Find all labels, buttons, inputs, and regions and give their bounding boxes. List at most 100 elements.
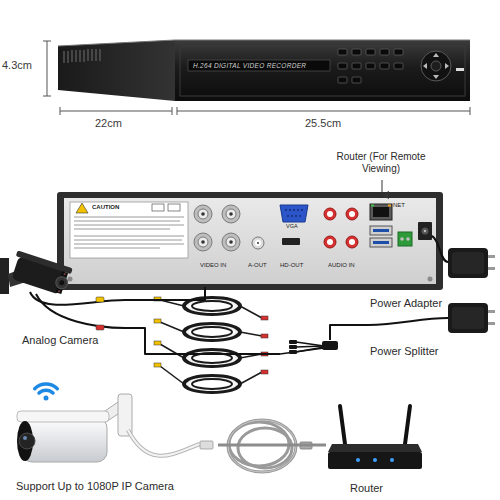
dimension-lines <box>177 111 470 112</box>
dvr-rear-panel-art <box>346 208 358 220</box>
router-art <box>328 406 422 469</box>
warning-label: CAUTION <box>92 204 119 211</box>
cable-coils <box>160 300 262 384</box>
dvr-rear-panel-art <box>57 192 443 290</box>
dvr-power-adapter <box>488 267 495 270</box>
dvr-front-view <box>421 51 451 81</box>
cable-coils <box>188 326 236 338</box>
dvr-rear-panel-art <box>252 237 264 249</box>
cable-coils <box>192 301 232 311</box>
dvr-rear-panel-art <box>349 211 355 217</box>
cable-coils <box>188 300 236 312</box>
dvr-rear-panel-art <box>74 225 184 226</box>
power-splitter-art <box>280 348 324 354</box>
dvr-front-view <box>394 49 403 55</box>
cable-coils <box>192 379 232 389</box>
device-label: Router <box>350 482 383 495</box>
dvr-rear-panel-art <box>201 212 205 216</box>
analog-camera-art <box>96 325 104 330</box>
dvr-front-view <box>64 49 100 63</box>
dvr-rear-panel-art <box>198 237 208 247</box>
dvr-rear-panel-art <box>57 192 443 290</box>
ethernet-cable-coil <box>228 420 296 472</box>
video-cable <box>125 287 205 300</box>
cable-coils <box>184 298 240 314</box>
analog-camera-art <box>58 290 61 293</box>
dvr-rear-panel-art <box>194 205 212 223</box>
analog-camera-art <box>36 294 125 328</box>
dvr-rear-panel-art <box>370 204 392 220</box>
analog-camera-art <box>0 250 125 330</box>
dimension-label: 25.5cm <box>305 117 341 130</box>
dvr-front-view <box>188 60 330 71</box>
dvr-rear-panel-art <box>255 240 261 246</box>
network-cable <box>218 444 326 447</box>
cable-coils <box>154 363 161 367</box>
dvr-front-view <box>423 53 449 79</box>
dvr-rear-panel-art <box>422 228 429 235</box>
port-label: AUDIO IN <box>328 262 355 269</box>
dvr-rear-panel-art <box>327 211 333 217</box>
dimension-lines <box>43 41 51 42</box>
dvr-rear-panel-art <box>428 277 433 282</box>
port-label: A-OUT <box>248 262 267 269</box>
dimension-lines <box>60 107 61 115</box>
power-splitter-art <box>280 342 324 354</box>
dvr-rear-panel-art <box>74 221 180 222</box>
camera-power-adapter <box>368 318 448 325</box>
ip-camera-art <box>39 390 53 393</box>
ip-camera-art <box>35 384 58 393</box>
router-art <box>373 458 377 462</box>
dvr-rear-panel-art <box>293 209 295 211</box>
cable-coils <box>261 316 268 320</box>
dvr-front-view <box>87 49 89 61</box>
router: Router <box>326 400 432 497</box>
dvr-rear-panel-art <box>194 205 240 251</box>
dvr-rear-panel-art <box>201 240 205 244</box>
dvr-rear-panel-art <box>373 207 389 217</box>
dimension-lines <box>47 41 48 96</box>
dvr-front-view <box>366 63 375 69</box>
dvr-front-view <box>380 63 389 69</box>
dvr-rear-panel-art <box>222 205 240 223</box>
dvr-front-view <box>95 49 97 61</box>
dimension-lines <box>172 107 173 115</box>
power-splitter: Power Splitter <box>280 340 462 368</box>
dvr-rear-panel-art <box>295 215 297 217</box>
camera-power-adapter <box>452 307 484 329</box>
dvr-rear-panel-art <box>68 277 73 282</box>
port-label: HD-OUT <box>280 262 303 269</box>
dvr-rear-panel-art <box>297 209 299 211</box>
analog-camera-art <box>96 297 104 302</box>
dvr-rear-panel-art <box>74 244 184 245</box>
ip-camera-art <box>44 396 49 401</box>
cable-coils <box>261 316 268 374</box>
dimension-label: 22cm <box>95 117 122 130</box>
power-adapter: Power Adapter <box>368 288 498 336</box>
dvr-rear-panel-art <box>280 205 308 222</box>
dvr-rear-panel-art <box>285 209 303 217</box>
dvr-rear-panel-art <box>327 239 333 245</box>
ip-camera-art <box>23 436 27 440</box>
cable-coils <box>160 322 184 332</box>
ip-camera-art <box>128 430 200 456</box>
dvr-power-adapter <box>432 236 495 278</box>
analog-camera-art <box>59 280 65 286</box>
ip-camera-art <box>128 430 200 456</box>
analog-camera: Analog Camera <box>0 248 125 350</box>
cable-coils <box>188 352 236 364</box>
dvr-front-view <box>63 51 65 63</box>
cable-coils <box>240 354 262 358</box>
dvr-front-view <box>58 40 175 101</box>
ethernet-cable-coil <box>238 428 292 468</box>
front-panel-label: H.264 DIGITAL VIDEO RECORDER <box>193 62 306 69</box>
dvr-front-view <box>79 50 81 62</box>
dvr-front-view <box>338 63 347 69</box>
ethernet-cable-coil <box>228 420 312 472</box>
cable-coils <box>154 341 161 345</box>
dvr-power-adapter <box>448 248 488 278</box>
dvr-front-view <box>91 49 93 61</box>
router-art <box>340 406 345 444</box>
dvr-rear-panel-art <box>168 204 180 211</box>
